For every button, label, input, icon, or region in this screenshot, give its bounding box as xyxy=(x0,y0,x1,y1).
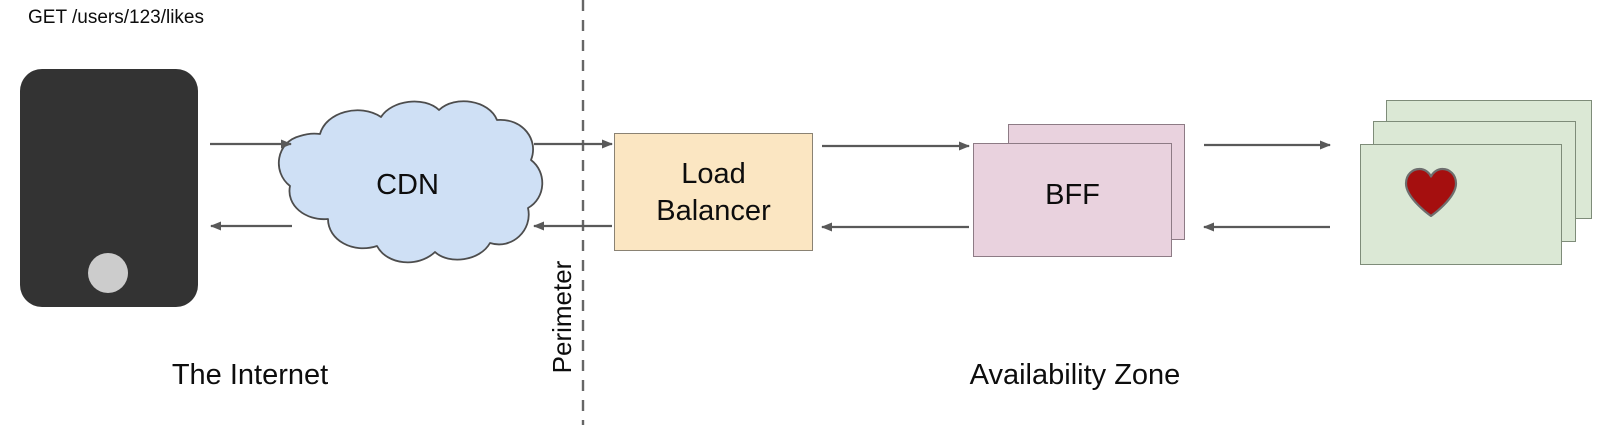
heart-icon xyxy=(1404,167,1458,217)
bff-node[interactable]: BFF xyxy=(973,143,1172,257)
perimeter-label: Perimeter xyxy=(547,260,577,374)
request-label: GET /users/123/likes xyxy=(28,7,205,28)
zone-caption-availability-zone: Availability Zone xyxy=(969,359,1181,391)
zone-caption-internet: The Internet xyxy=(171,359,329,391)
cdn-label: CDN xyxy=(376,169,439,201)
client-home-button-icon[interactable] xyxy=(88,253,128,293)
cdn-cloud-shape[interactable] xyxy=(277,100,544,264)
bff-label: BFF xyxy=(1045,179,1100,211)
load-balancer-node[interactable]: Load Balancer xyxy=(614,133,813,251)
load-balancer-label: Load Balancer xyxy=(656,158,771,227)
likes-service-node[interactable] xyxy=(1360,144,1562,265)
